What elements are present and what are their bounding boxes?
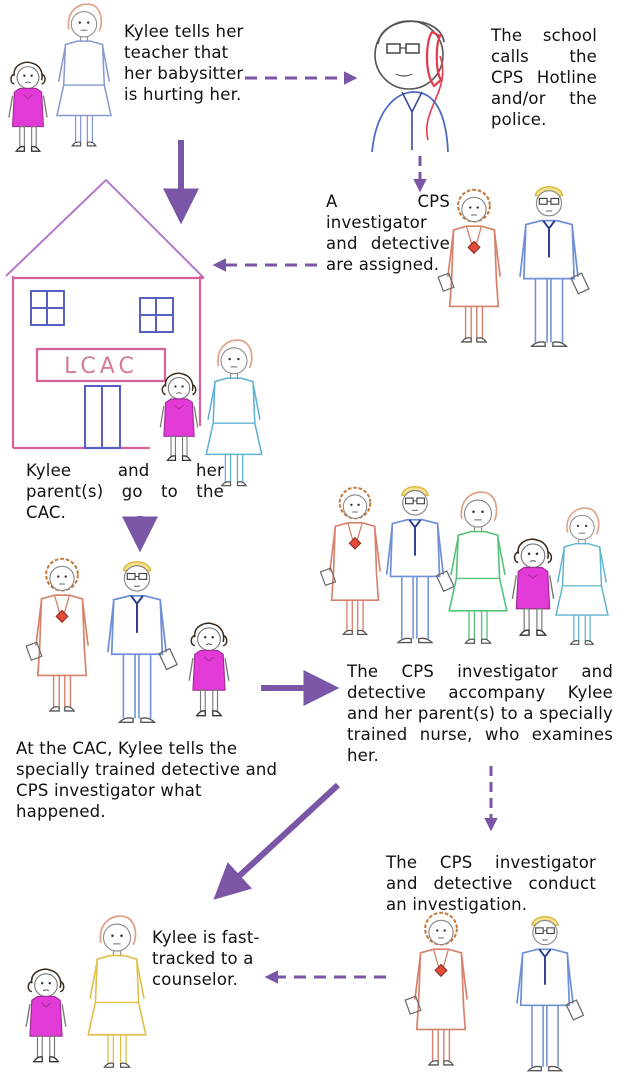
- phone-icon: [425, 30, 443, 88]
- scene-investigation: [404, 911, 585, 1072]
- caption-counselor: Kylee is fast-tracked to a counselor.: [152, 928, 260, 989]
- caption-investigation: The CPS investigator and detective condu…: [386, 853, 596, 914]
- arrow-nurse-to-counselor: [213, 782, 341, 900]
- teacher-figure: [55, 3, 113, 147]
- scene-interview: [25, 557, 230, 724]
- detective-figure: [518, 185, 590, 348]
- caption-school-call: The school calls the CPS Hotline and/or …: [491, 26, 597, 129]
- cps-investigator-figure: [25, 557, 90, 712]
- counselor-figure: [86, 914, 148, 1069]
- scene-assigned: [437, 185, 590, 348]
- caption-assigned: A CPS investigator and detective are ass…: [326, 192, 450, 274]
- detective-figure: [385, 485, 456, 644]
- kylee-figure: [511, 538, 555, 637]
- kylee-figure: [188, 622, 230, 717]
- caption-nurse: The CPS investigator and detective accom…: [347, 662, 613, 765]
- detective-figure: [515, 915, 585, 1072]
- scene-kylee-teacher: [8, 3, 113, 152]
- cps-investigator-figure: [404, 911, 469, 1067]
- cac-sign-text: LCAC: [64, 354, 138, 379]
- caption-interview: At the CAC, Kylee tells the specially tr…: [16, 739, 278, 821]
- scene-nurse: [319, 485, 609, 646]
- kylee-figure: [8, 61, 48, 152]
- caption-go-to-cac: Kylee and her parent(s) go to the CAC.: [26, 461, 224, 522]
- flow-arrows: [122, 71, 498, 984]
- kylee-figure: [25, 968, 67, 1063]
- cac-building: LCAC: [5, 178, 205, 450]
- detective-figure: [106, 560, 179, 724]
- cps-investigator-figure: [319, 486, 382, 636]
- nurse-figure: [448, 491, 508, 645]
- caption-disclosure: Kylee tells her teacher that her babysit…: [124, 22, 244, 104]
- scene-counselor: [25, 914, 148, 1069]
- cac-sign: [35, 347, 167, 383]
- parent-figure: [555, 507, 609, 646]
- scene-school-call: [371, 20, 449, 153]
- kylee-figure: [159, 372, 199, 462]
